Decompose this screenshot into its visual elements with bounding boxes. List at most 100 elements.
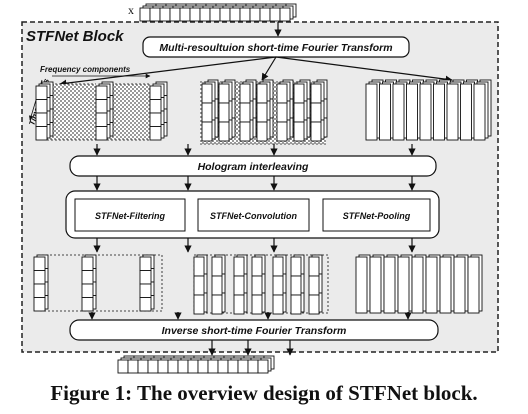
chunk-cell	[439, 256, 452, 314]
sequence-cell	[137, 359, 149, 374]
op-filtering-box	[74, 198, 186, 232]
sequence-cell	[239, 7, 251, 22]
chunk-cell	[233, 256, 245, 277]
chunk-cell	[276, 121, 288, 142]
chunk-cell	[272, 294, 284, 315]
output-high-resolution	[355, 254, 483, 314]
input-sequence	[139, 3, 297, 22]
chunk-cell	[256, 102, 268, 123]
op-filtering-label: STFNet-Filtering	[95, 211, 165, 221]
chunk-cell	[233, 275, 245, 296]
chunk-cell	[201, 102, 213, 123]
sequence-cell	[259, 7, 271, 22]
sequence-cell	[179, 7, 191, 22]
stft-label: Multi-resoultuion short-time Fourier Tra…	[159, 42, 392, 54]
chunk-cell	[239, 121, 251, 142]
hologram-box	[69, 155, 437, 177]
chunk-cell	[95, 99, 108, 114]
sequence-cell	[127, 359, 139, 374]
op-convolution-label: STFNet-Convolution	[210, 211, 297, 221]
chunk-cell	[81, 270, 94, 285]
sequence-cell	[117, 359, 129, 374]
arrows-hologram-to-ops	[93, 176, 416, 191]
arrows-ops-to-bottom	[93, 238, 416, 253]
output-sequence	[117, 355, 275, 374]
sequence-cell	[207, 359, 219, 374]
chunk-cell	[276, 102, 288, 123]
chunk-cell	[33, 270, 46, 285]
istft-box	[69, 319, 439, 341]
chunk-cell	[272, 275, 284, 296]
chunk-cell	[35, 85, 48, 100]
chunk-cell	[81, 297, 94, 312]
sequence-cell	[177, 359, 189, 374]
chunk-cell	[193, 275, 205, 296]
chunk-cell	[369, 256, 382, 314]
sequence-cell	[247, 359, 259, 374]
arrows-to-hologram	[93, 144, 416, 156]
output-low-resolution	[33, 254, 163, 312]
sequence-cell	[257, 359, 269, 374]
chunk-cell	[310, 121, 322, 142]
chunk-cell	[379, 83, 391, 141]
chunk-cell	[256, 83, 268, 104]
chunk-cell	[453, 256, 466, 314]
sequence-cell	[279, 7, 291, 22]
chunk-cell	[460, 83, 472, 141]
figure-caption: Figure 1: The overview design of STFNet …	[50, 381, 478, 405]
chunk-cell	[233, 294, 245, 315]
hatched-gap	[107, 84, 150, 140]
chunk-cell	[95, 85, 108, 100]
chunk-cell	[218, 83, 230, 104]
sequence-cell	[199, 7, 211, 22]
chunk-cell	[33, 256, 46, 271]
chunk-cell	[218, 121, 230, 142]
sequence-cell	[149, 7, 161, 22]
chunk-cell	[293, 102, 305, 123]
chunk-cell	[392, 83, 405, 141]
chunk-cell	[290, 294, 302, 315]
chunk-cell	[383, 256, 396, 314]
chunk-cell	[276, 83, 288, 104]
chunk-cell	[256, 121, 268, 142]
arrows-istft-to-output	[208, 340, 294, 356]
chunk-cell	[211, 275, 223, 296]
chunk-cell	[149, 85, 162, 100]
chunk-cell	[251, 294, 263, 315]
sequence-cell	[147, 359, 159, 374]
sequence-cell	[189, 7, 201, 22]
istft-label: Inverse short-time Fourier Transform	[162, 325, 347, 337]
sequence-cell	[209, 7, 221, 22]
chunk-cell	[95, 126, 108, 141]
chunk-cell	[139, 297, 152, 312]
chunk-cell	[81, 283, 94, 298]
arrow-stft-right	[275, 56, 453, 83]
block-title: STFNet Block	[26, 28, 124, 45]
sequence-cell	[227, 359, 239, 374]
sequence-cell	[159, 7, 171, 22]
chunk-cell	[251, 275, 263, 296]
sequence-cell	[187, 359, 199, 374]
chunk-cell	[149, 126, 162, 141]
chunk-cell	[355, 256, 368, 314]
chunk-cell	[419, 83, 432, 141]
spectrogram-low-resolution	[35, 81, 168, 141]
chunk-cell	[365, 83, 378, 141]
arrow-stft-left	[59, 56, 277, 87]
chunk-cell	[201, 121, 213, 142]
sequence-cell	[167, 359, 179, 374]
output-mid-resolution	[193, 254, 329, 315]
sequence-cell	[169, 7, 181, 22]
chunk-cell	[406, 83, 418, 141]
chunk-cell	[290, 275, 302, 296]
chunk-cell	[211, 294, 223, 315]
input-label: x	[128, 3, 134, 17]
chunk-cell	[293, 83, 305, 104]
chunk-cell	[239, 83, 251, 104]
sequence-cell	[229, 7, 241, 22]
hologram-label: Hologram interleaving	[198, 161, 309, 173]
sequence-cell	[269, 7, 281, 22]
chunk-cell	[308, 275, 320, 296]
sequence-cell	[197, 359, 209, 374]
chunk-cell	[139, 283, 152, 298]
